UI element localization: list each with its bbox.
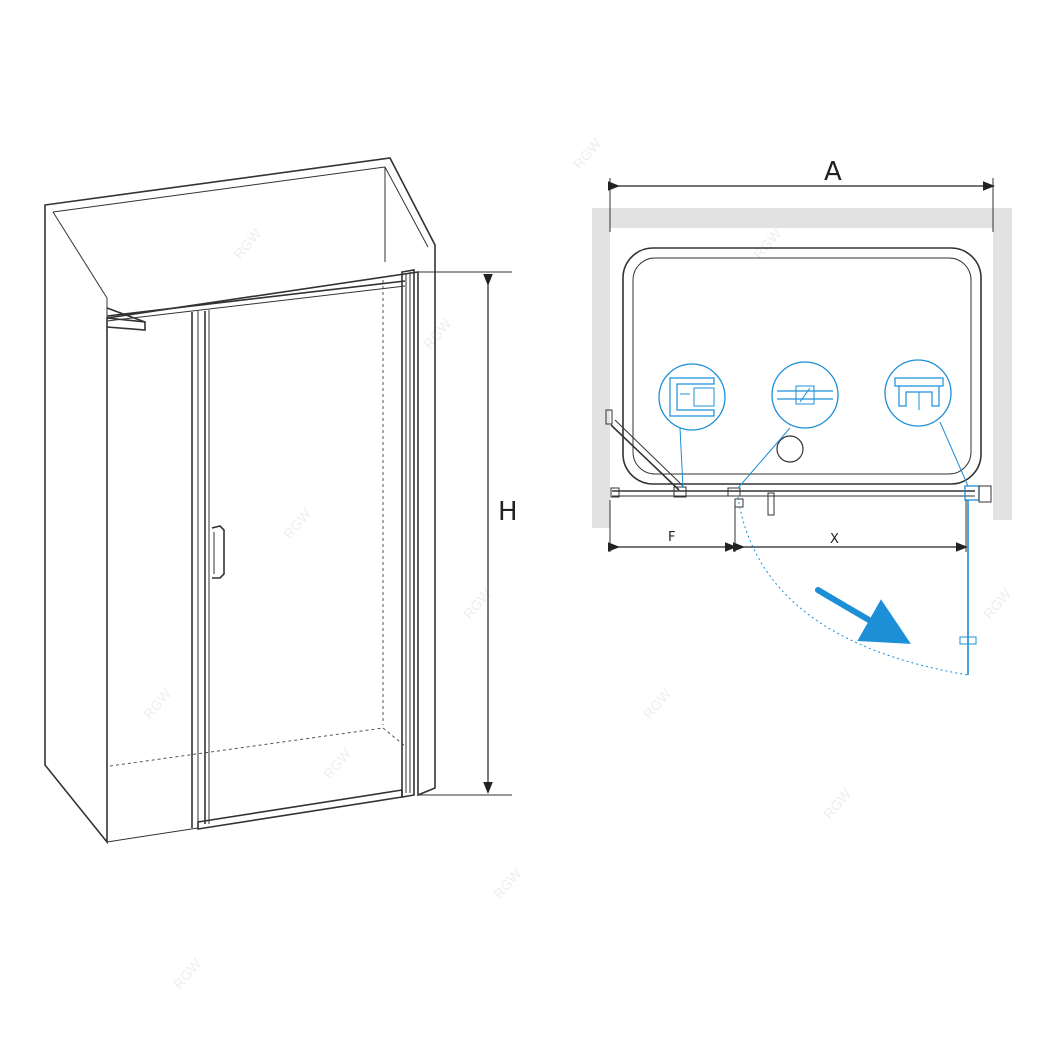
watermarks: RGW RGW RGW RGW RGW RGW RGW RGW RGW RGW …	[140, 135, 1015, 992]
svg-text:RGW: RGW	[490, 865, 525, 902]
svg-text:RGW: RGW	[170, 955, 205, 992]
width-total-label: A	[824, 157, 842, 187]
svg-text:RGW: RGW	[820, 785, 855, 822]
svg-text:RGW: RGW	[750, 225, 785, 262]
svg-text:RGW: RGW	[640, 685, 675, 722]
hinge-detail-icon	[737, 361, 839, 489]
fixed-panel-label: F	[668, 530, 675, 545]
door-opening-label: X	[830, 532, 839, 547]
magnetic-seal-detail-icon	[884, 359, 969, 487]
svg-text:RGW: RGW	[280, 505, 315, 542]
svg-text:RGW: RGW	[140, 685, 175, 722]
perspective-view	[44, 157, 436, 845]
svg-text:RGW: RGW	[420, 315, 455, 352]
height-dimension: H	[418, 271, 518, 796]
door-swing-arrow-icon	[815, 587, 911, 644]
svg-text:RGW: RGW	[230, 225, 265, 262]
height-label: H	[498, 497, 518, 527]
svg-text:RGW: RGW	[980, 585, 1015, 622]
drain-icon	[776, 435, 804, 463]
svg-text:RGW: RGW	[460, 585, 495, 622]
wall-profile-detail-icon	[658, 363, 726, 489]
plan-view: A F X	[592, 157, 1012, 676]
svg-text:RGW: RGW	[320, 745, 355, 782]
svg-text:RGW: RGW	[570, 135, 605, 172]
